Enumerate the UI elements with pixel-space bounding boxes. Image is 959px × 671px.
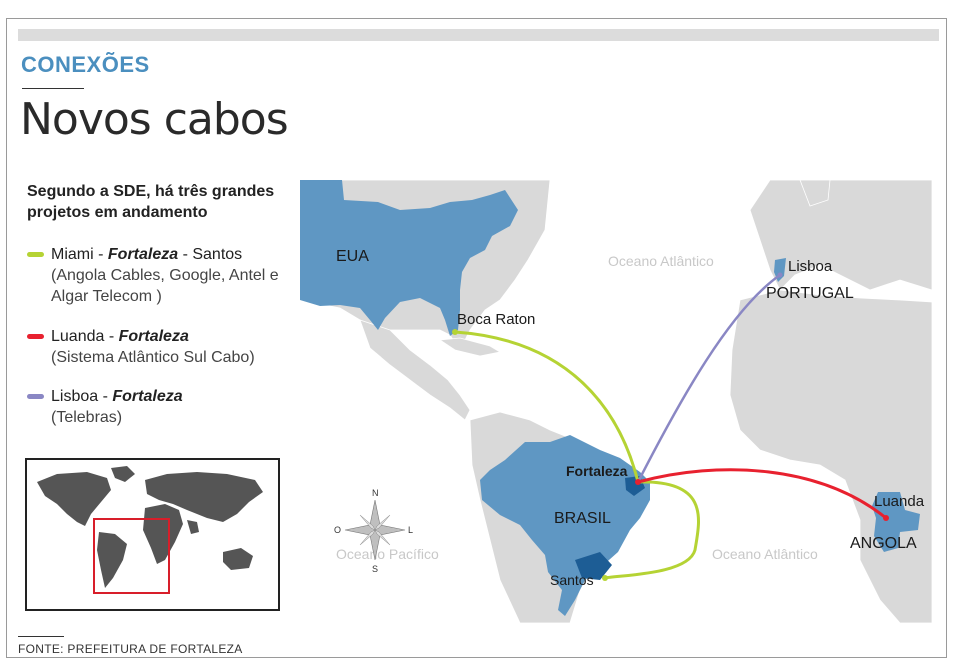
legend-route-hub: Fortaleza xyxy=(112,388,183,405)
main-map-svg: Oceano Atlântico Oceano Atlântico Oceano… xyxy=(299,179,933,624)
legend-swatch-green xyxy=(27,252,44,257)
inset-focus-rect xyxy=(93,518,170,594)
legend-swatch-purple xyxy=(27,394,44,399)
country-label-portugal: PORTUGAL xyxy=(766,285,854,302)
africa-land xyxy=(729,289,933,624)
infographic-frame xyxy=(6,18,947,658)
compass-label-l: L xyxy=(408,525,413,535)
compass-label-o: O xyxy=(334,525,341,535)
country-label-angola: ANGOLA xyxy=(850,535,917,552)
inset-eurasia xyxy=(145,472,263,522)
route-luanda-fortaleza xyxy=(637,468,887,520)
sao-paulo-state-shape xyxy=(575,552,612,580)
route-miami-fortaleza xyxy=(454,330,640,483)
legend-detail: (Angola Cables, Google, Antel e Algar Te… xyxy=(51,267,279,305)
compass-label-n: N xyxy=(372,488,379,498)
brazil-shape xyxy=(480,435,650,616)
intro-text: Segundo a SDE, há três grandes projetos … xyxy=(27,183,275,221)
legend-route-end: - Santos xyxy=(178,246,243,263)
central-america-land xyxy=(359,319,471,421)
city-dot-luanda xyxy=(883,515,889,521)
route-fortaleza-santos xyxy=(604,480,700,580)
city-label-boca-raton: Boca Raton xyxy=(457,311,535,328)
british-isles-land xyxy=(799,179,831,207)
city-label-santos: Santos xyxy=(550,572,594,588)
inset-arabia xyxy=(187,520,199,534)
legend-detail: (Sistema Atlântico Sul Cabo) xyxy=(51,349,255,366)
legend-route-start: Luanda - xyxy=(51,328,119,345)
country-label-brazil: BRASIL xyxy=(554,510,611,527)
city-label-lisboa: Lisboa xyxy=(788,258,833,275)
city-label-fortaleza: Fortaleza xyxy=(566,463,628,479)
legend-route-start: Lisboa - xyxy=(51,388,113,405)
legend-detail: (Telebras) xyxy=(51,409,123,426)
inset-africa xyxy=(143,504,183,564)
country-label-usa: EUA xyxy=(336,248,369,265)
legend-swatch-red xyxy=(27,334,44,339)
source-rule xyxy=(18,636,64,637)
world-inset-svg xyxy=(37,466,263,594)
inset-australia xyxy=(223,548,253,570)
source-credit: FONTE: PREFEITURA DE FORTALEZA xyxy=(18,642,243,656)
compass-rose: N S L O xyxy=(334,488,413,574)
city-dot-boca-raton xyxy=(452,329,458,335)
legend-route-hub: Fortaleza xyxy=(118,328,189,345)
city-label-luanda: Luanda xyxy=(874,493,925,510)
inset-south-america xyxy=(97,532,127,588)
page-title: Novos cabos xyxy=(20,94,289,145)
ocean-label-pacific: Oceano Pacífico xyxy=(336,546,439,562)
section-kicker: CONEXÕES xyxy=(21,52,150,77)
top-bar xyxy=(18,29,939,41)
main-map: Oceano Atlântico Oceano Atlântico Oceano… xyxy=(299,179,933,624)
ocean-label-atlantic-south: Oceano Atlântico xyxy=(712,546,818,562)
inset-greenland xyxy=(111,466,135,482)
city-dot-fortaleza xyxy=(635,479,641,485)
city-dot-lisboa xyxy=(777,272,783,278)
world-inset-map xyxy=(25,458,280,611)
angola-shape xyxy=(872,492,920,552)
legend-route-hub: Fortaleza xyxy=(107,246,179,263)
city-dot-santos xyxy=(602,575,608,581)
inset-north-america xyxy=(37,472,111,526)
legend-route-start: Miami - xyxy=(51,246,108,263)
ocean-label-atlantic-north: Oceano Atlântico xyxy=(608,253,714,269)
route-lisboa-fortaleza xyxy=(636,273,781,483)
caribbean-land xyxy=(438,337,502,357)
compass-label-s: S xyxy=(372,564,378,574)
kicker-rule xyxy=(22,88,84,89)
usa-shape xyxy=(300,180,518,336)
